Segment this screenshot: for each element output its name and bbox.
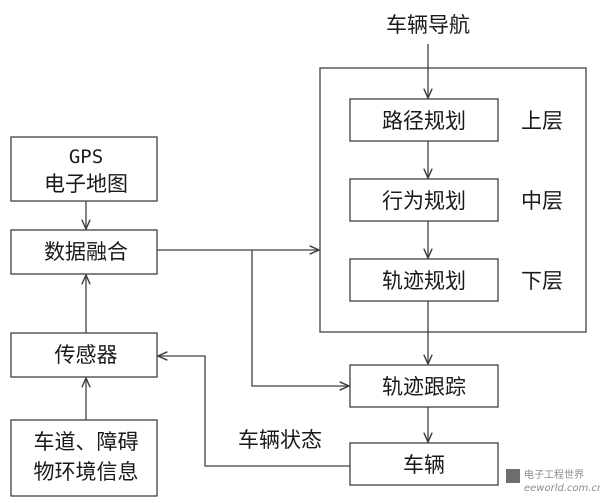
road-info-box — [10, 419, 158, 497]
gps-label: GPS — [69, 146, 103, 168]
road-info-label-2: 物环境信息 — [34, 460, 139, 484]
diagram-title: 车辆导航 — [386, 13, 470, 37]
watermark-logo-icon — [506, 469, 520, 483]
sensor-label: 传感器 — [55, 343, 118, 367]
trajectory-tracking-label: 轨迹跟踪 — [382, 375, 466, 399]
road-info-label-1: 车道、障碍 — [34, 430, 139, 454]
lower-layer-label: 下层 — [521, 269, 563, 293]
planning-container — [319, 67, 587, 333]
arrow-fusion-to-tracking — [251, 250, 349, 386]
path-planning-label: 路径规划 — [382, 109, 466, 133]
watermark-brand: 电子工程世界 — [524, 468, 584, 481]
data-fusion-label: 数据融合 — [44, 240, 128, 264]
watermark-url: eeworld.com.cn — [524, 483, 600, 494]
electronic-map-label: 电子地图 — [44, 172, 128, 196]
vehicle-state-label: 车辆状态 — [238, 428, 322, 452]
watermark: 电子工程世界 eeworld.com.cn — [506, 468, 600, 494]
middle-layer-label: 中层 — [521, 189, 563, 213]
vehicle-label: 车辆 — [403, 453, 445, 477]
behavior-planning-label: 行为规划 — [382, 189, 466, 213]
gps-map-box — [10, 136, 158, 202]
trajectory-planning-label: 轨迹规划 — [382, 269, 466, 293]
upper-layer-label: 上层 — [521, 109, 563, 133]
arrow-vehicle-state-to-sensor — [158, 356, 350, 467]
